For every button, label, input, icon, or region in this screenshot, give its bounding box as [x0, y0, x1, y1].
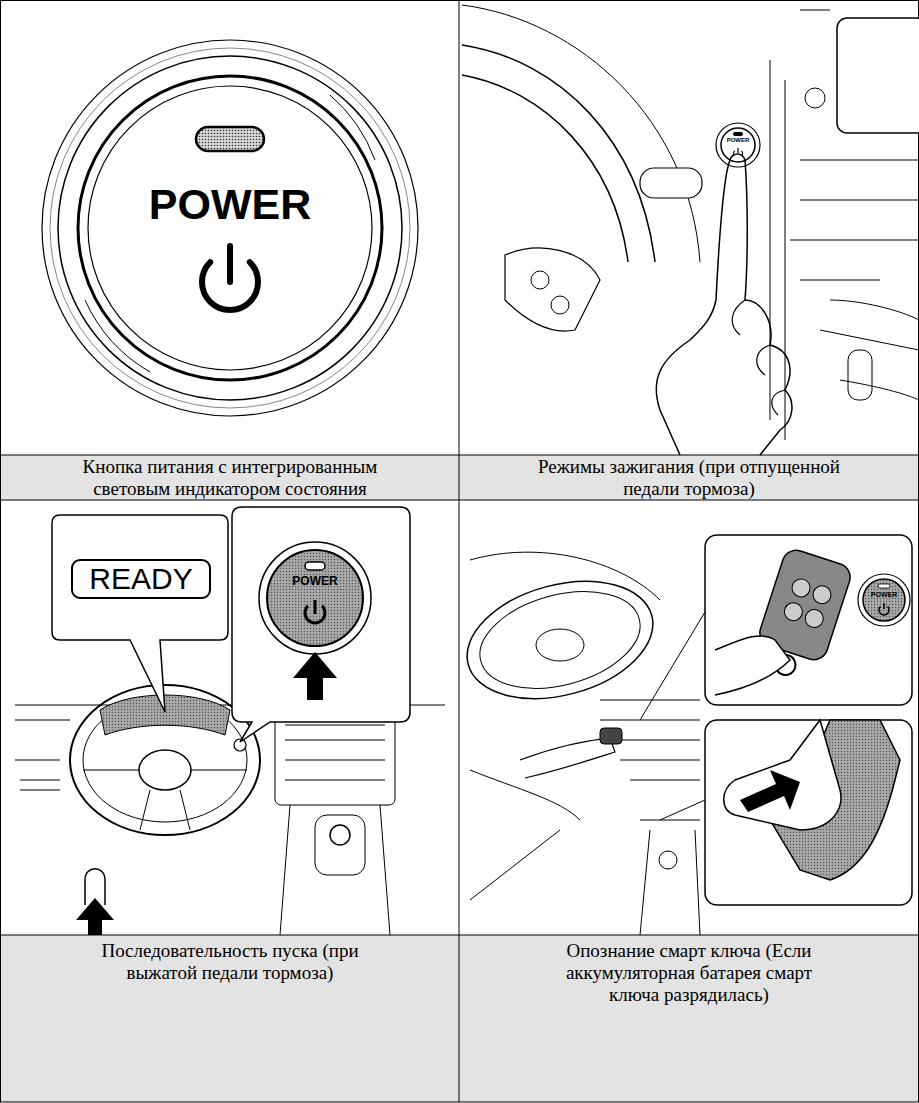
steering-wheel: [462, 75, 628, 262]
wheel-switches: [505, 248, 600, 331]
shift-lever: [659, 851, 677, 869]
center-console: [275, 710, 395, 805]
interior-line: [470, 770, 580, 820]
steering-wheel: [469, 575, 651, 704]
knob: [805, 88, 825, 108]
vent: [15, 720, 70, 790]
button-ring: [58, 56, 402, 400]
table-rule: [0, 455, 919, 456]
button-ring: [259, 542, 371, 654]
foot: [724, 720, 841, 830]
callout: [52, 515, 228, 712]
console-slot: [848, 350, 872, 400]
button-legend: POWER: [864, 591, 904, 598]
console-line: [790, 10, 919, 280]
leader-line: [640, 612, 705, 720]
button-legend: POWER: [275, 575, 355, 587]
callout: [705, 535, 912, 705]
console-line: [820, 300, 919, 400]
table-rule: [459, 0, 460, 1102]
console-line: [600, 720, 700, 820]
hand: [715, 636, 790, 695]
figure-caption: Режимы зажигания (при отпущенной педали …: [519, 456, 859, 500]
key-button: [790, 577, 813, 600]
steering-wheel: [462, 45, 655, 262]
callout: [232, 507, 410, 742]
table-rule: [0, 500, 919, 501]
hand: [656, 160, 792, 455]
power-symbol: [227, 246, 233, 282]
dashboard-line: [462, 5, 700, 262]
press-arrow: [76, 898, 114, 935]
figure-caption: Кнопка питания с интегрированным световы…: [60, 456, 400, 500]
figure-caption: Последовательность пуска (при выжатой пе…: [100, 940, 360, 984]
finger: [732, 300, 785, 415]
fingertip: [730, 154, 745, 160]
console-line: [280, 805, 390, 935]
console-line: [640, 830, 700, 935]
steering-wheel: [454, 562, 666, 717]
wheel-hub: [139, 750, 191, 790]
power-symbol: [737, 148, 738, 153]
button-ring: [50, 48, 410, 408]
status-indicator: [196, 127, 264, 151]
power-symbol: [314, 600, 317, 614]
key-fob: [600, 728, 622, 744]
callout: [705, 720, 912, 905]
button-legend: POWER: [80, 183, 380, 226]
stalk: [640, 168, 702, 198]
console-line: [285, 725, 385, 780]
press-arrow: [740, 770, 800, 812]
shift-lever: [330, 825, 350, 845]
display-indicator: READY: [72, 564, 210, 594]
shift-gate: [315, 815, 365, 875]
figure-caption: Опознание смарт ключа (Если аккумуляторн…: [539, 940, 839, 1006]
button-ring: [88, 86, 372, 370]
instrument-cluster: [100, 695, 230, 735]
wheel-button: [531, 271, 549, 289]
button-ring: [42, 40, 418, 416]
power-button: [721, 128, 755, 162]
status-indicator: [305, 562, 325, 570]
wheel-button: [551, 296, 569, 314]
status-indicator: [733, 132, 743, 136]
wheel-hub: [536, 629, 584, 661]
power-button: [267, 550, 363, 646]
table-rule: [0, 935, 919, 936]
button-ring: [858, 574, 910, 626]
highlight-arc: [330, 95, 375, 160]
leader-line: [660, 800, 705, 820]
power-button: [863, 579, 905, 621]
key-button: [811, 583, 834, 606]
wheel-spoke: [83, 770, 247, 830]
status-indicator: [878, 584, 890, 588]
key-button: [782, 600, 805, 623]
button-face: [78, 76, 382, 380]
button-legend: POWER: [718, 137, 758, 143]
ready-frame: [72, 560, 210, 598]
display-screen: [837, 18, 919, 133]
power-symbol: [883, 603, 885, 609]
button-ring: [716, 123, 760, 167]
arm: [520, 738, 615, 778]
press-arrow: [293, 652, 337, 700]
key-button: [803, 607, 826, 630]
panel-edge: [770, 60, 785, 440]
highlight-arc: [85, 300, 150, 372]
